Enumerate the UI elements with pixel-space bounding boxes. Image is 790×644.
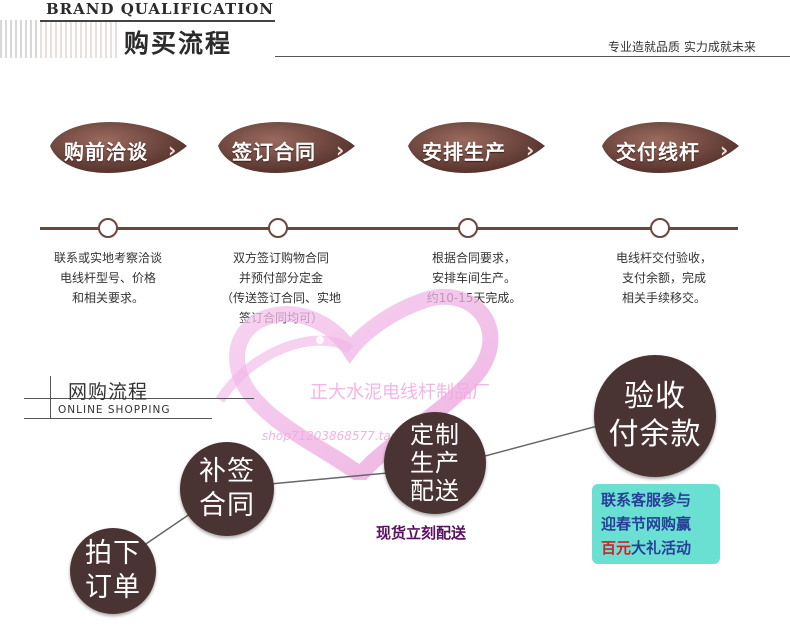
spot-delivery-note: 现货立刻配送 — [376, 524, 467, 542]
step-badge-2: 签订合同 › — [212, 112, 357, 186]
step-label: 签订合同 — [232, 140, 316, 164]
timeline-node-4 — [650, 218, 670, 238]
desc-line: （传送签订合同、实地 — [220, 291, 341, 305]
circle-custom-production: 定制 生产 配送 — [384, 412, 486, 514]
chevron-right-icon: › — [336, 138, 345, 162]
desc-line: 电线杆型号、价格 — [59, 271, 156, 285]
step-badge-3: 安排生产 › — [402, 112, 547, 186]
step-description-4: 电线杆交付验收， 支付余额，完成 相关手续移交。 — [594, 248, 734, 308]
timeline-node-3 — [458, 218, 478, 238]
desc-line: 安排车间生产。 — [431, 271, 516, 285]
circle-text: 验收 — [624, 379, 686, 414]
title-frame-line — [24, 418, 212, 419]
desc-line: 相关手续移交。 — [621, 291, 706, 305]
watermark-text-cn: 正大水泥电线杆制品厂 — [310, 382, 490, 403]
header-slogan: 专业造就品质 实力成就未来 — [608, 40, 756, 54]
circle-text: 付余款 — [608, 417, 702, 452]
timeline-line — [40, 227, 738, 230]
online-shopping-title: 网购流程 — [68, 381, 149, 403]
title-frame-line — [50, 376, 51, 418]
chevron-right-icon: › — [526, 138, 535, 162]
circle-text: 补签 — [199, 456, 255, 487]
circle-text: 配送 — [410, 477, 460, 505]
promo-rest: 大礼活动 — [631, 539, 692, 557]
desc-line: 电线杆交付验收， — [615, 251, 712, 265]
header-divider — [275, 56, 790, 57]
desc-line: 双方签订购物合同 — [232, 251, 329, 265]
circle-place-order: 拍下 订单 — [70, 528, 156, 614]
circle-text: 合同 — [199, 490, 255, 521]
circle-text: 定制 — [410, 421, 460, 449]
leaf-badge-shape — [218, 121, 355, 173]
timeline-node-2 — [268, 218, 288, 238]
circle-sign-contract: 补签 合同 — [180, 442, 274, 536]
step-description-1: 联系或实地考察洽谈 电线杆型号、价格 和相关要求。 — [38, 248, 178, 308]
promo-line-3: 百元大礼活动 — [601, 537, 691, 558]
circle-text: 生产 — [410, 449, 460, 477]
timeline-node-1 — [98, 218, 118, 238]
leaf-badge-shape — [602, 121, 739, 173]
leaf-badge-shape — [50, 121, 187, 173]
circle-inspect-pay: 验收 付余款 — [594, 355, 716, 477]
step-label: 购前洽谈 — [64, 140, 148, 164]
page-title: 购买流程 — [124, 29, 233, 58]
chevron-right-icon: › — [720, 138, 729, 162]
desc-line: 联系或实地考察洽谈 — [53, 251, 162, 265]
leaf-badge-shape — [408, 121, 545, 173]
desc-line: 并预付部分定金 — [238, 271, 323, 285]
online-shopping-subtitle: ONLINE SHOPPING — [58, 404, 171, 416]
brand-qualification: BRAND QUALIFICATION — [46, 0, 274, 18]
desc-line: 和相关要求。 — [71, 291, 144, 305]
circle-text: 拍下 — [85, 538, 141, 569]
promo-line-1: 联系客服参与 — [601, 491, 692, 509]
desc-line: 支付余额，完成 — [621, 271, 706, 285]
title-frame-line — [24, 398, 254, 399]
promo-highlight: 百元 — [601, 539, 632, 557]
circle-text: 订单 — [85, 572, 141, 603]
step-badge-1: 购前洽谈 › — [44, 112, 189, 186]
promo-box: 联系客服参与 迎春节网购赢 百元大礼活动 — [592, 484, 720, 564]
desc-line: 根据合同要求， — [431, 251, 516, 265]
header-tab-stripes — [40, 22, 118, 58]
step-badge-4: 交付线杆 › — [596, 112, 741, 186]
chevron-right-icon: › — [168, 138, 177, 162]
promo-line-2: 迎春节网购赢 — [601, 515, 692, 533]
step-label: 安排生产 — [422, 140, 506, 164]
step-label: 交付线杆 — [616, 140, 700, 164]
